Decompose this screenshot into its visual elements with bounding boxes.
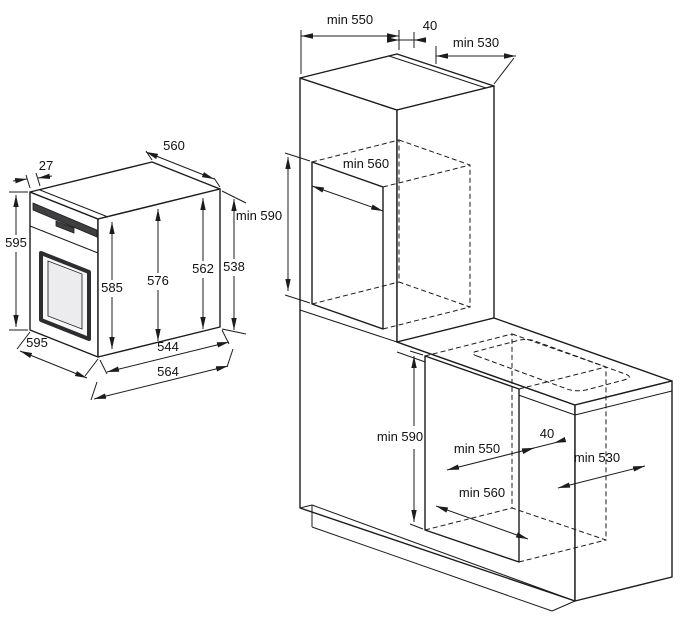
dim-upper-shelf-depth-label: min 530 [453,35,499,50]
dim-lower-shelf-depth-label: min 530 [574,450,620,465]
dim-lower-niche-depth-label: min 550 [454,441,500,456]
dim-lower-niche-height-label: min 590 [377,429,423,444]
dim-upper-niche-width-label: min 560 [343,156,389,171]
oven-door-handle [32,202,98,238]
dimension-lower-shelf-depth: min 530 [557,450,646,489]
cooktop-cutout [472,339,630,392]
tall-unit-back-panel-line [388,55,487,89]
dim-oven-front-width-label: 595 [26,335,48,350]
dim-oven-front-height-label: 595 [5,235,27,250]
dimension-oven-top-width: 560 [145,138,221,188]
dimension-oven-frame-depth: 27 [12,158,53,189]
dimension-upper-shelf-depth: min 530 [435,35,516,85]
oven-control-panel-line [29,225,99,254]
dimension-lower-niche-height: min 590 [377,350,424,530]
countertop-thickness-end-line [574,390,673,416]
dim-oven-body-height-1-label: 585 [101,280,123,295]
shelf-front-line [299,309,398,343]
dimension-upper-niche-width: min 560 [311,156,389,212]
dimension-lower-niche-width: min 560 [435,485,529,540]
oven-drawing [29,161,221,358]
dimension-oven-depth-total: 564 [90,348,234,401]
dim-lower-rear-gap-label: 40 [540,426,554,441]
oven-top-frame-line [39,189,109,218]
dim-upper-niche-height-label: min 590 [236,208,282,223]
oven-right-face [97,188,221,358]
dimension-oven-front-height: 595 [5,191,28,331]
dimension-oven-body-height-1: 585 [101,222,123,349]
dimension-oven-body-height-4: 538 [221,190,247,335]
dimension-lower-niche-depth: min 550 [446,441,535,471]
dim-oven-depth-total-label: 564 [157,364,179,379]
dimension-upper-niche-height: min 590 [236,152,311,304]
oven-display [55,220,75,234]
dim-oven-top-width-label: 560 [163,138,185,153]
dimension-oven-body-height-3: 562 [192,198,214,329]
dim-oven-body-height-2-label: 576 [147,273,169,288]
dim-oven-body-height-3-label: 562 [192,261,214,276]
dimension-upper-rear-gap: 40 [387,18,437,48]
oven-door-window-inner [47,260,83,330]
dimension-lower-rear-gap: 40 [521,426,567,455]
tall-unit-side-face [396,85,495,343]
dim-oven-frame-depth-label: 27 [39,158,53,173]
cabinet-drawing [299,53,673,612]
plinth [299,504,576,612]
dimension-upper-niche-depth: min 550 [300,12,400,74]
end-panel-face [574,380,673,602]
dimension-oven-front-width: 595 [16,331,99,379]
dim-upper-niche-depth-label: min 550 [327,12,373,27]
upper-niche-opening [311,161,384,330]
dim-oven-body-height-4-label: 538 [223,259,245,274]
dim-oven-depth-body-label: 544 [157,339,179,354]
dim-upper-rear-gap-label: 40 [423,18,437,33]
dimension-oven-body-height-2: 576 [147,209,169,341]
upper-niche-hidden-lines [311,139,471,330]
dim-lower-niche-width-label: min 560 [459,485,505,500]
